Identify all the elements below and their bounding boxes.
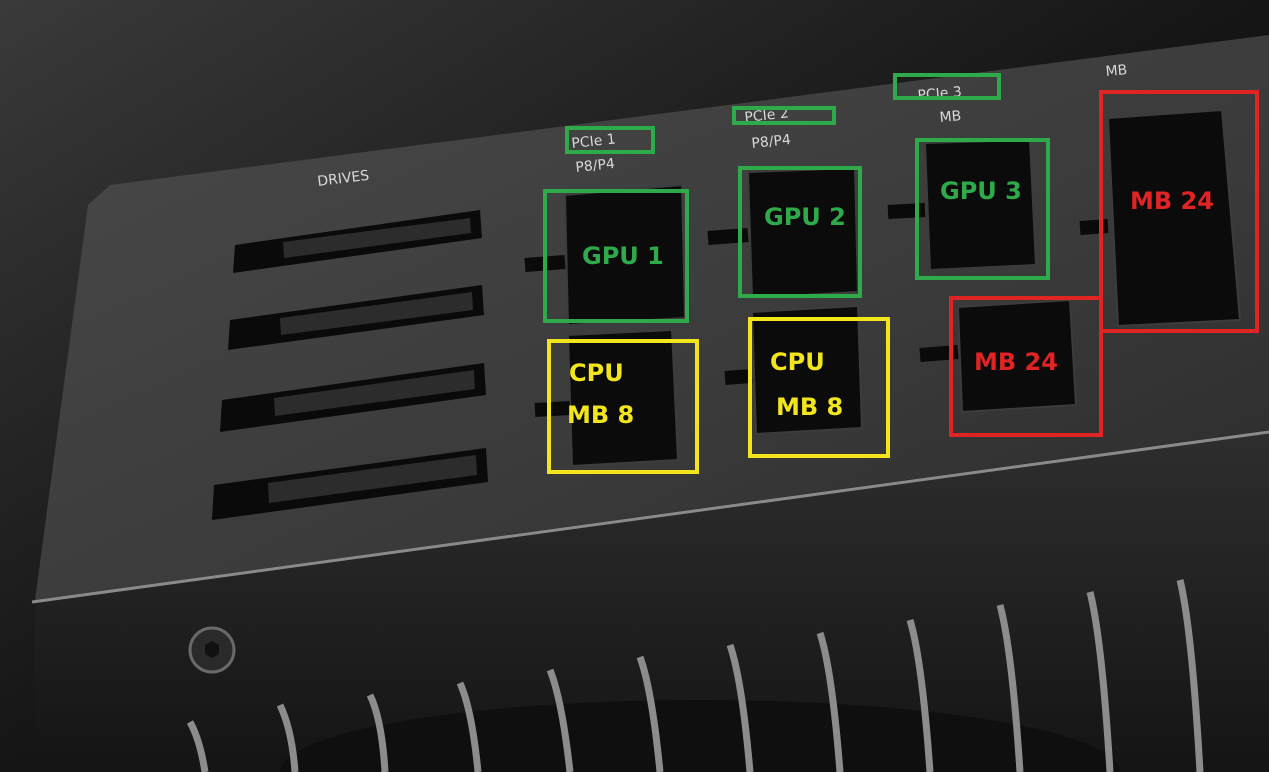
drive-connector: [233, 210, 482, 273]
gpu2-label: GPU 2: [764, 203, 846, 231]
gpu1-label: GPU 1: [582, 242, 664, 270]
label-pcie2-sub: P8/P4: [751, 132, 792, 152]
fan-grill: [186, 579, 1204, 772]
cpu2-mb8-label: MB 8: [776, 393, 843, 421]
pcie3-highlight: [893, 73, 1001, 100]
panel-edge: [31, 430, 1269, 604]
cpu1-box: [547, 339, 699, 474]
port-pcie3: [923, 138, 1038, 272]
label-pcie1-sub: P8/P4: [575, 156, 616, 176]
psu-front-face: [35, 430, 1269, 772]
label-pcie3-sub: MB: [939, 108, 962, 126]
cpu2-label: CPU: [770, 348, 825, 376]
port-cpu2: [750, 304, 864, 436]
pcie2-highlight: [732, 106, 836, 125]
gpu3-label: GPU 3: [940, 177, 1022, 205]
annotation-boxes: [543, 73, 1259, 474]
cpu1-label: CPU: [569, 359, 624, 387]
port-mb-small: [956, 298, 1078, 414]
drive-connector: [228, 285, 484, 350]
port-pcie2: [746, 166, 860, 300]
gpu3-box: [915, 138, 1050, 280]
port-mb-large: [1106, 108, 1242, 328]
gpu1-box: [543, 189, 689, 323]
mb24-bottom-box: [949, 296, 1103, 437]
label-pcie1: PCIe 1: [571, 131, 617, 152]
mb24-bottom-label: MB 24: [974, 348, 1058, 376]
pcie1-highlight: [565, 126, 655, 154]
mb24-top-label: MB 24: [1130, 187, 1214, 215]
label-mb: MB: [1105, 62, 1128, 80]
cpu2-box: [748, 317, 890, 458]
port-cpu1: [566, 328, 680, 468]
modular-ports: [563, 108, 1242, 468]
drive-connector: [220, 363, 486, 432]
label-pcie2: PCIe 2: [744, 105, 790, 126]
drive-connector: [212, 448, 488, 520]
drive-connectors: [212, 210, 488, 520]
cpu1-mb8-label: MB 8: [567, 401, 634, 429]
screw-icon: [188, 626, 236, 674]
mb24-top-box: [1099, 90, 1259, 333]
fan: [280, 700, 1120, 772]
gpu2-box: [738, 166, 862, 298]
label-drives: DRIVES: [317, 168, 371, 190]
